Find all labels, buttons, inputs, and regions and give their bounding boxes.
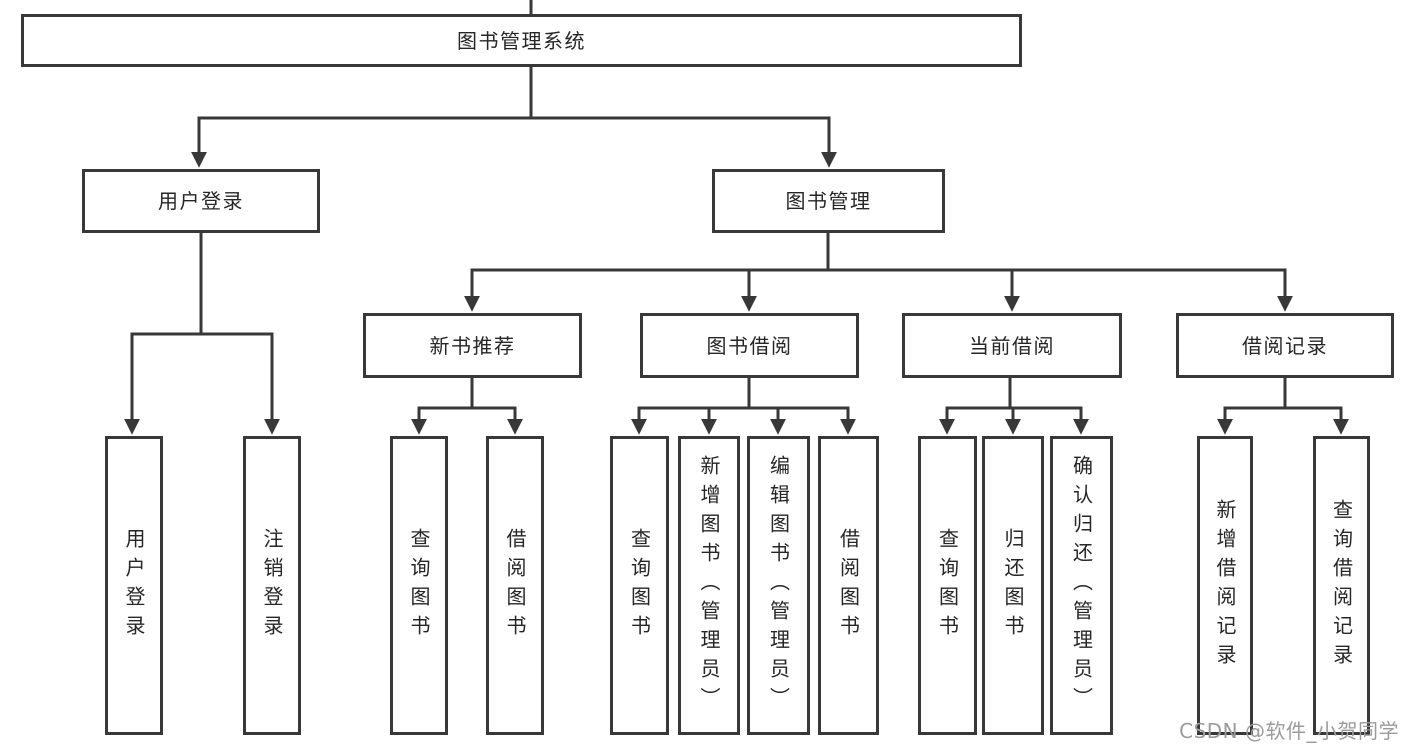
edge: [828, 268, 1020, 312]
edge: [939, 378, 1012, 435]
leaf-query-books-borrow: 查询图书: [610, 436, 669, 735]
node-current-borrowing: 当前借阅: [902, 313, 1122, 378]
edge: [124, 233, 203, 435]
leaf-add-book-admin: 新增图书（管理员）: [678, 436, 740, 735]
leaf-logout: 注销登录: [243, 436, 301, 735]
node-borrowing-records: 借阅记录: [1176, 313, 1394, 378]
edge: [631, 378, 751, 435]
leaf-query-borrow-record: 查询借阅记录: [1313, 436, 1370, 735]
leaf-confirm-return-admin: 确认归还（管理员）: [1050, 436, 1113, 735]
node-library-management-system: 图书管理系统: [21, 14, 1022, 67]
edge: [749, 406, 856, 435]
leaf-borrow-books-recommend: 借阅图书: [486, 436, 544, 735]
leaf-add-borrow-record: 新增借阅记录: [1197, 436, 1253, 735]
edge: [1285, 406, 1349, 435]
edge: [411, 378, 474, 435]
edge: [464, 233, 830, 312]
edge: [1217, 378, 1287, 435]
edge: [1005, 406, 1021, 435]
edge: [701, 406, 749, 435]
edge: [828, 268, 1293, 312]
node-book-borrowing: 图书借阅: [640, 313, 859, 378]
edge: [741, 268, 828, 312]
node-user-login: 用户登录: [82, 169, 320, 233]
leaf-return-books: 归还图书: [982, 436, 1044, 735]
watermark: CSDN @软件_小贺同学: [1179, 719, 1399, 743]
edge: [749, 406, 786, 435]
leaf-user-login: 用户登录: [105, 436, 163, 735]
leaf-borrow-books-borrow: 借阅图书: [818, 436, 879, 735]
node-new-book-recommendation: 新书推荐: [363, 313, 582, 378]
leaf-edit-book-admin: 编辑图书（管理员）: [747, 436, 810, 735]
leaf-query-books-recommend: 查询图书: [390, 436, 448, 735]
edge: [191, 67, 533, 168]
leaf-query-books-current: 查询图书: [918, 436, 977, 735]
edge: [531, 116, 837, 168]
edge: [201, 332, 280, 435]
edge: [472, 406, 523, 435]
edge: [1010, 406, 1089, 435]
node-book-management: 图书管理: [712, 169, 945, 233]
